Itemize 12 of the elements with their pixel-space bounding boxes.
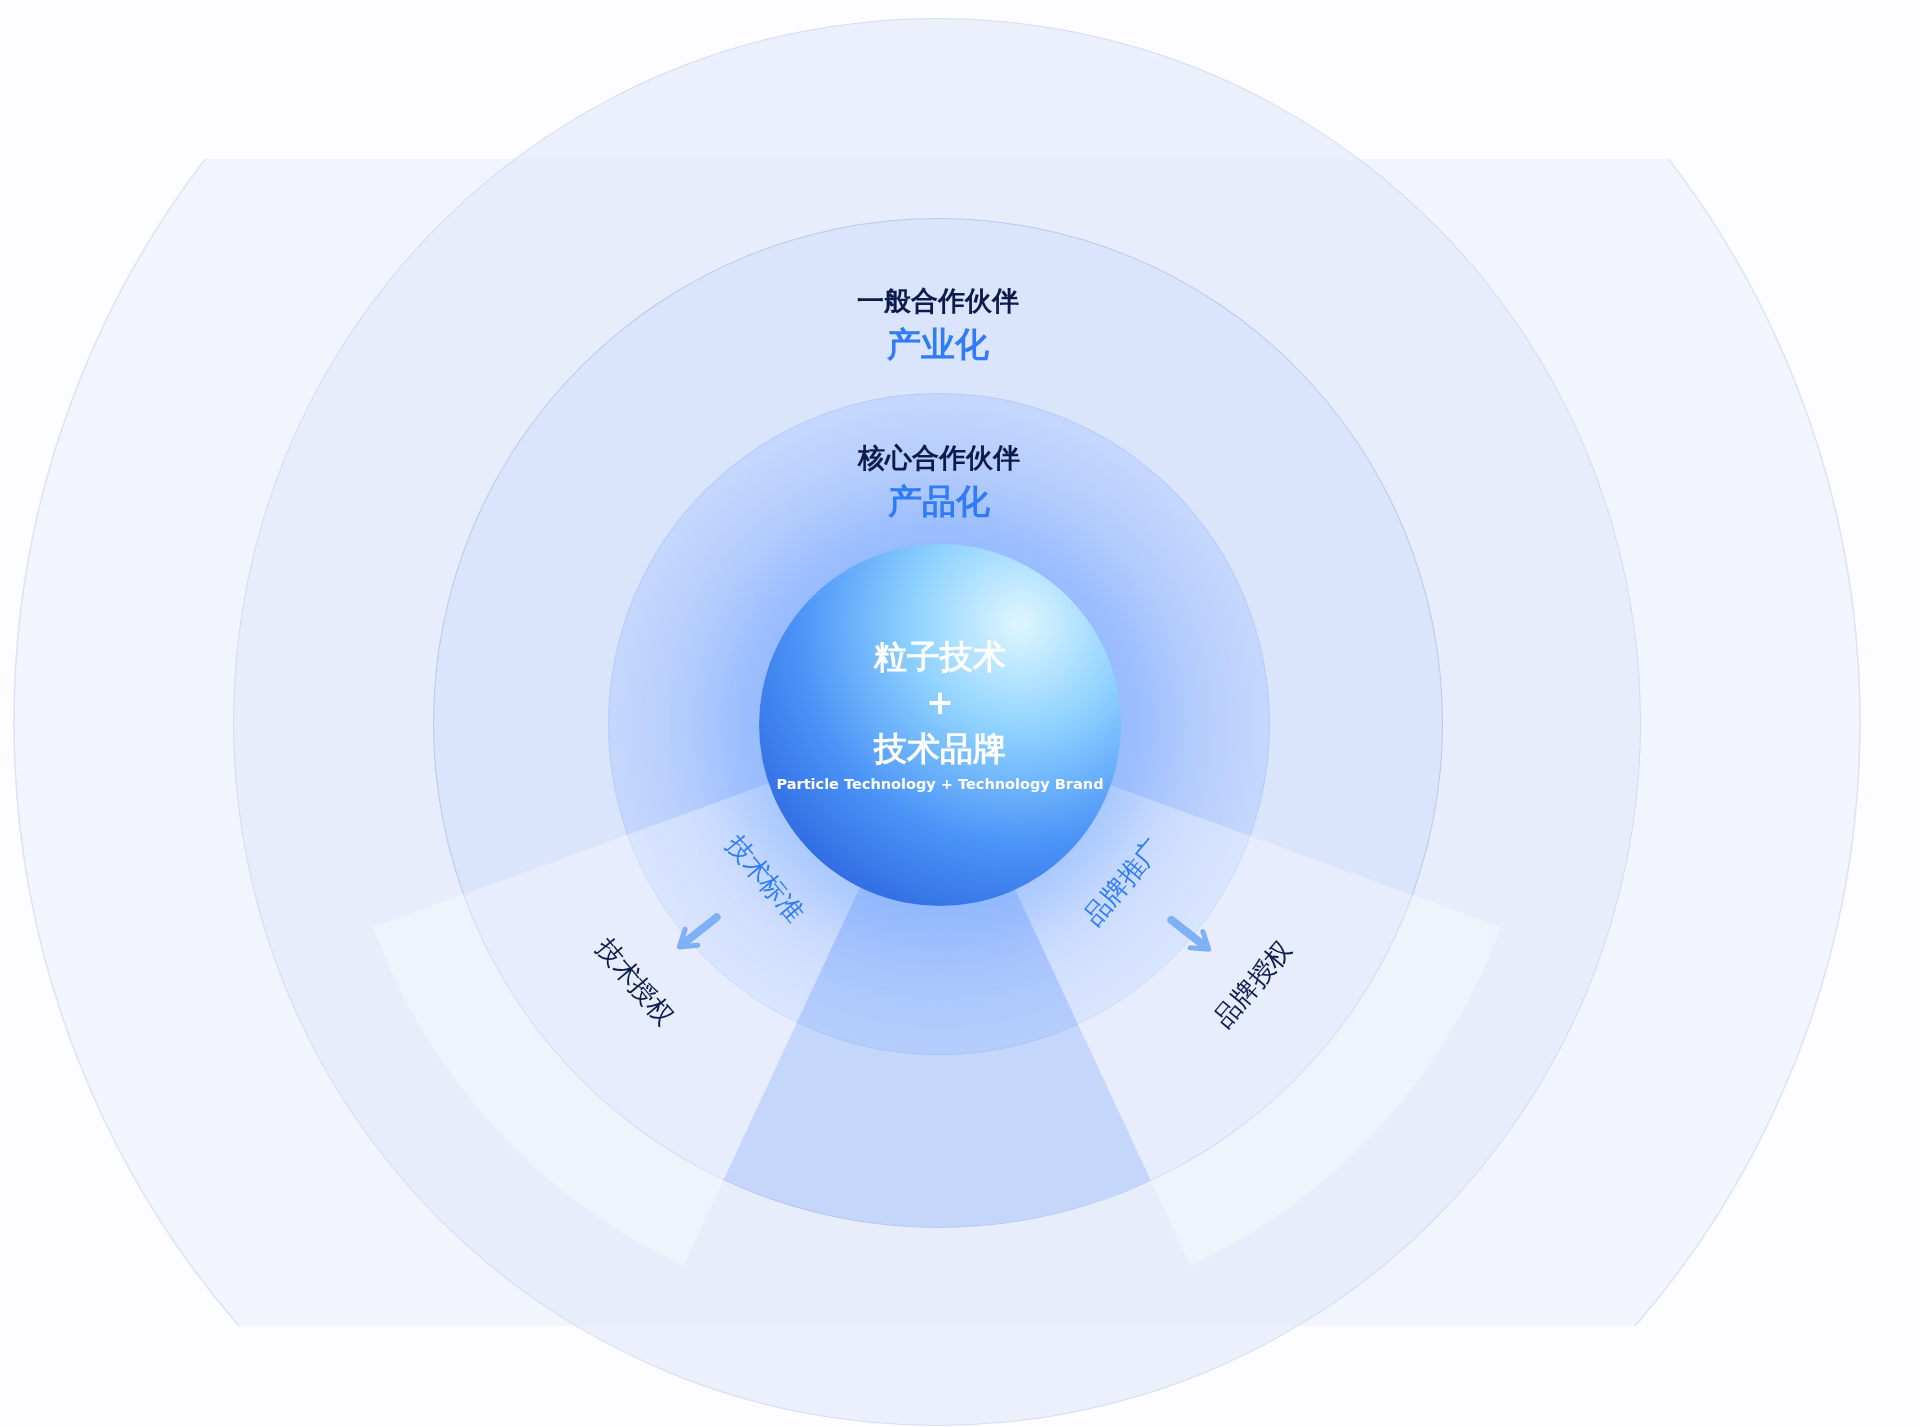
ring-heading: 核心合作伙伴	[858, 442, 1020, 473]
rotated-label: 品牌推广	[1076, 830, 1170, 934]
rotated-label: 技术标准	[718, 827, 812, 931]
arrow	[1167, 916, 1212, 952]
rotated-label: 技术授权	[588, 930, 682, 1034]
core-title: 粒子技术 + 技术品牌	[874, 637, 1006, 768]
arrow	[676, 913, 721, 950]
ring-subtitle: 产品化	[888, 481, 990, 521]
core-subtitle: Particle Technology + Technology Brand	[776, 776, 1104, 792]
rotated-label: 品牌授权	[1206, 932, 1300, 1036]
ring-subtitle: 产业化	[887, 324, 989, 364]
ring-heading: 一般合作伙伴	[857, 285, 1019, 316]
